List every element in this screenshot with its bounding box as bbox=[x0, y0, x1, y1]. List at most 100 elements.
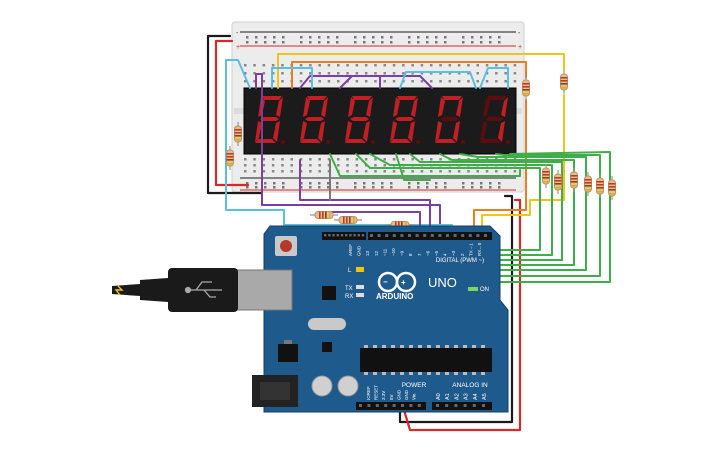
rail-hole bbox=[363, 186, 366, 189]
resistor[interactable] bbox=[234, 122, 242, 146]
terminal-hole bbox=[504, 64, 507, 67]
header-pin bbox=[446, 234, 449, 237]
rail-hole bbox=[489, 36, 492, 39]
resistor[interactable] bbox=[226, 146, 234, 170]
terminal-hole bbox=[392, 72, 396, 75]
wire-cyan-1[interactable] bbox=[225, 59, 453, 234]
wire-orange-top[interactable] bbox=[291, 61, 527, 89]
header-pin bbox=[377, 234, 381, 237]
resistor[interactable] bbox=[570, 168, 578, 192]
resistor[interactable] bbox=[522, 76, 530, 100]
ic-pin bbox=[472, 372, 476, 375]
decimal-point bbox=[461, 140, 465, 144]
terminal-hole bbox=[281, 170, 284, 173]
terminal-hole bbox=[430, 170, 433, 173]
digit-3 bbox=[345, 96, 375, 144]
terminal-hole bbox=[420, 72, 424, 75]
digital-label: DIGITAL (PWM ~) bbox=[436, 258, 484, 264]
rail-hole bbox=[309, 41, 312, 44]
usb-bolt-icon bbox=[114, 285, 124, 296]
terminal-hole bbox=[402, 72, 405, 75]
wire-cyan-3[interactable] bbox=[399, 71, 477, 89]
header-pin bbox=[423, 234, 427, 237]
wire-purple-3[interactable] bbox=[339, 75, 433, 89]
terminal-hole bbox=[309, 170, 312, 173]
resistor[interactable] bbox=[554, 170, 562, 194]
wire-cyan-2[interactable] bbox=[271, 67, 313, 89]
terminal-hole bbox=[309, 164, 312, 167]
ic-pin bbox=[436, 372, 440, 375]
wire-5v-bottom[interactable] bbox=[402, 198, 522, 432]
resistor[interactable] bbox=[608, 176, 616, 200]
terminal-hole bbox=[253, 80, 256, 83]
header-pin bbox=[415, 234, 419, 237]
resistor[interactable] bbox=[542, 164, 550, 188]
ic-pin bbox=[481, 372, 485, 375]
terminal-hole bbox=[262, 158, 266, 161]
resistor[interactable] bbox=[596, 174, 604, 198]
wire-purple-bus[interactable] bbox=[299, 159, 431, 234]
digital-pin-label: ~3 bbox=[451, 250, 456, 256]
wire-purple-2[interactable] bbox=[299, 75, 381, 89]
wire-green-9[interactable] bbox=[395, 153, 431, 181]
usb-port bbox=[235, 269, 293, 311]
usb-icon bbox=[184, 281, 222, 298]
resistor[interactable] bbox=[310, 211, 338, 219]
segment-a bbox=[262, 96, 282, 100]
terminal-hole bbox=[457, 64, 461, 67]
digital-pin-label: 7 bbox=[417, 253, 422, 256]
wire-gnd-left[interactable] bbox=[206, 34, 264, 195]
ic-pin bbox=[400, 372, 404, 375]
header-pin bbox=[453, 234, 457, 237]
wire-green-8[interactable] bbox=[329, 153, 521, 177]
terminal-hole bbox=[504, 170, 507, 173]
digit-6 bbox=[480, 96, 510, 144]
segment-d bbox=[345, 139, 366, 143]
resistor[interactable] bbox=[334, 216, 362, 224]
wire-5v-left[interactable] bbox=[214, 39, 250, 187]
header-pin bbox=[409, 404, 413, 407]
terminal-hole bbox=[318, 72, 321, 75]
ic-pin bbox=[364, 372, 368, 375]
decimal-point bbox=[506, 140, 510, 144]
rail-hole bbox=[435, 182, 438, 185]
rail-hole bbox=[273, 36, 276, 39]
wire-yellow-down[interactable] bbox=[481, 94, 565, 234]
reset-button[interactable] bbox=[280, 240, 292, 252]
rail-hole bbox=[363, 36, 366, 39]
rail-hole bbox=[471, 36, 474, 39]
resistor[interactable] bbox=[584, 172, 592, 196]
terminal-hole bbox=[281, 80, 284, 83]
crystal bbox=[308, 318, 346, 330]
header-pin bbox=[417, 404, 421, 407]
terminal-hole bbox=[346, 64, 349, 67]
segment-c bbox=[453, 121, 460, 142]
terminal-hole bbox=[420, 158, 424, 161]
power-jack-inner bbox=[260, 382, 290, 400]
segment-g bbox=[350, 117, 369, 121]
rail-hole bbox=[282, 36, 285, 39]
ic-pin bbox=[418, 345, 422, 348]
terminal-hole bbox=[337, 72, 340, 75]
terminal-hole bbox=[457, 170, 461, 173]
wire-purple-1[interactable] bbox=[255, 73, 441, 234]
rail-hole bbox=[354, 182, 357, 185]
terminal-hole bbox=[253, 72, 256, 75]
rail-hole bbox=[498, 182, 501, 185]
wire-yellow-top[interactable] bbox=[277, 53, 565, 89]
ic-pin bbox=[463, 345, 467, 348]
wire-gnd-bottom[interactable] bbox=[398, 194, 514, 424]
rail-hole bbox=[246, 186, 249, 189]
rail-hole bbox=[300, 36, 303, 39]
resistor[interactable] bbox=[560, 70, 568, 94]
capacitor-2 bbox=[337, 375, 359, 397]
terminal-hole bbox=[364, 72, 368, 75]
terminal-hole bbox=[327, 158, 331, 161]
segment-c bbox=[498, 121, 505, 142]
wire-cyan-4[interactable] bbox=[479, 67, 509, 89]
terminal-hole bbox=[457, 80, 461, 83]
rail-hole bbox=[381, 182, 384, 185]
terminal-hole bbox=[271, 158, 275, 161]
terminal-hole bbox=[420, 64, 424, 67]
